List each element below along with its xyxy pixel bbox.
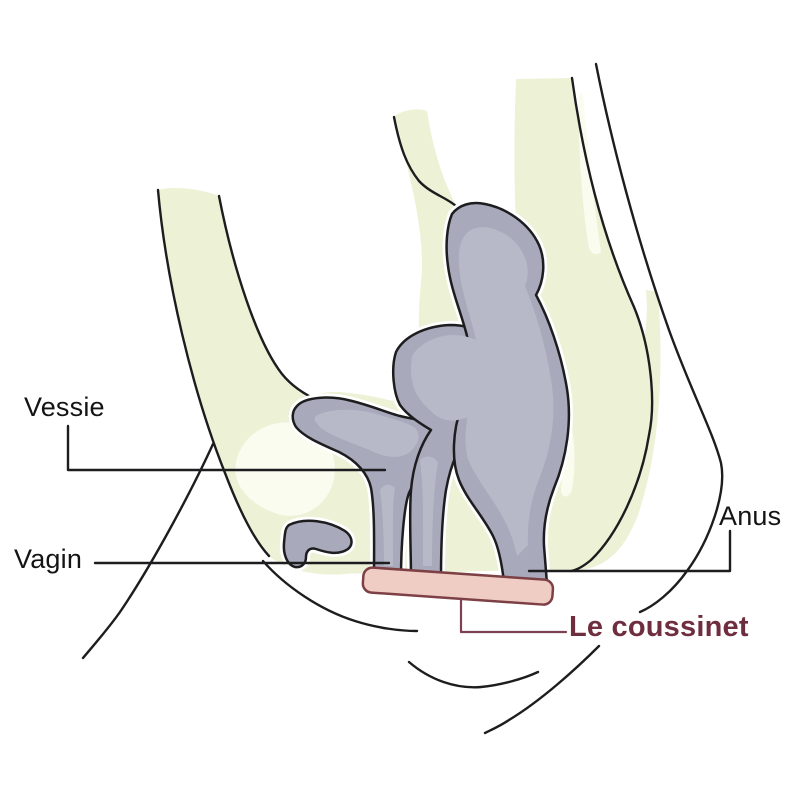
mons-pubis-line bbox=[81, 442, 215, 660]
urethra-shape bbox=[282, 519, 353, 569]
anus-leader-line bbox=[527, 529, 732, 573]
tissue-sacral-band bbox=[514, 78, 653, 572]
mid-band-line bbox=[392, 115, 459, 209]
label-anus: Anus bbox=[719, 501, 782, 531]
back-outline-lower bbox=[483, 644, 601, 735]
coussinet-leader-line bbox=[459, 597, 568, 634]
perineum-line bbox=[261, 559, 419, 633]
sacral-inner-line bbox=[569, 76, 654, 573]
pubic-band-outer-line bbox=[156, 188, 271, 558]
vessie-leader-line bbox=[66, 424, 387, 472]
bladder-inner bbox=[314, 409, 419, 457]
leader-lines bbox=[66, 424, 732, 573]
vagina-inner bbox=[420, 456, 438, 566]
pad-shape bbox=[361, 566, 555, 606]
organ-inner-shading bbox=[314, 227, 554, 566]
label-vagin: Vagin bbox=[14, 544, 83, 574]
pubic-band-inner-line bbox=[217, 194, 311, 398]
label-vessie: Vessie bbox=[24, 392, 105, 422]
rectum-inner bbox=[458, 227, 554, 556]
buttock-fold-line bbox=[407, 660, 540, 689]
bladder-neck-inner bbox=[380, 484, 395, 566]
label-coussinet: Le coussinet bbox=[569, 611, 749, 643]
